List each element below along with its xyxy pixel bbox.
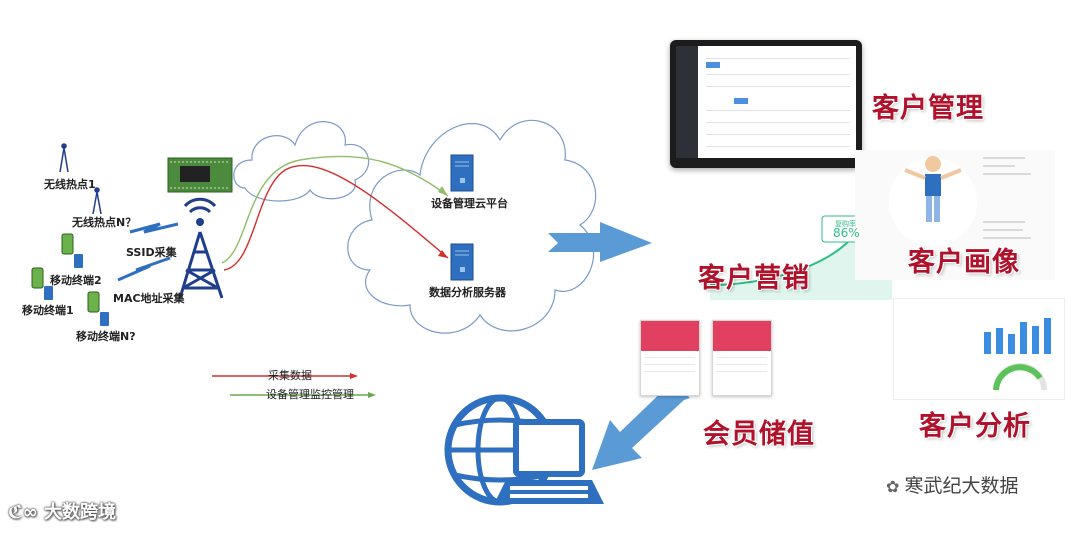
watermark-left: ℭ∞ 大数跨境 (8, 498, 116, 524)
analysis-server-label: 数据分析服务器 (429, 284, 506, 300)
legend-collect-arrowhead (350, 373, 358, 379)
mac-label: MAC地址采集 (113, 290, 185, 306)
wechat-icon: ✿ (886, 477, 905, 496)
ssid-signal-bolt-icon (130, 224, 178, 232)
watermark-left-text: 大数跨境 (44, 502, 116, 523)
globe-laptop-icon (448, 398, 604, 504)
signal-tower-icon (180, 199, 222, 298)
watermark-left-logo-icon: ℭ∞ (8, 502, 44, 523)
customer-analysis-screenshot (893, 298, 1065, 400)
wifi-probe-board-icon (168, 158, 232, 192)
customer-management-screenshot (670, 40, 862, 168)
analysis-server-icon (451, 244, 473, 280)
hotspot-1-label: 无线热点1 (44, 176, 96, 192)
legend-manage-arrowhead (368, 392, 376, 398)
platform-server-icon (451, 155, 473, 191)
customer-management-label: 客户管理 (872, 86, 984, 125)
terminal-2-label: 移动终端2 (50, 272, 102, 288)
terminal-n-label: 移动终端N? (76, 328, 136, 344)
customer-profile-label: 客户画像 (908, 240, 1020, 279)
mac-signal-bolt-icon (118, 258, 170, 280)
small-cloud (234, 122, 369, 201)
hotspot-1-icon (60, 144, 68, 172)
member-phone-screenshot-2 (712, 320, 772, 396)
legend-collect-label: 采集数据 (268, 367, 312, 383)
cloud-platform-label: 设备管理云平台 (431, 195, 508, 211)
customer-marketing-label: 客户营销 (698, 256, 810, 295)
terminal-2-icon (62, 234, 83, 268)
member-recharge-label: 会员储值 (703, 412, 815, 451)
ssid-label: SSID采集 (126, 244, 177, 260)
legend-manage-label: 设备管理监控管理 (266, 386, 354, 402)
hotspot-n-label: 无线热点N？ (72, 214, 136, 230)
large-cloud (348, 120, 596, 333)
terminal-n-icon (88, 292, 109, 326)
repurchase-rate-value: 86% (833, 226, 860, 240)
watermark-right: ✿ 寒武纪大数据 (886, 471, 1019, 498)
member-phone-screenshot-1 (640, 320, 700, 396)
terminal-1-label: 移动终端1 (22, 302, 74, 318)
customer-analysis-label: 客户分析 (919, 404, 1031, 443)
watermark-right-text: 寒武纪大数据 (905, 475, 1019, 497)
